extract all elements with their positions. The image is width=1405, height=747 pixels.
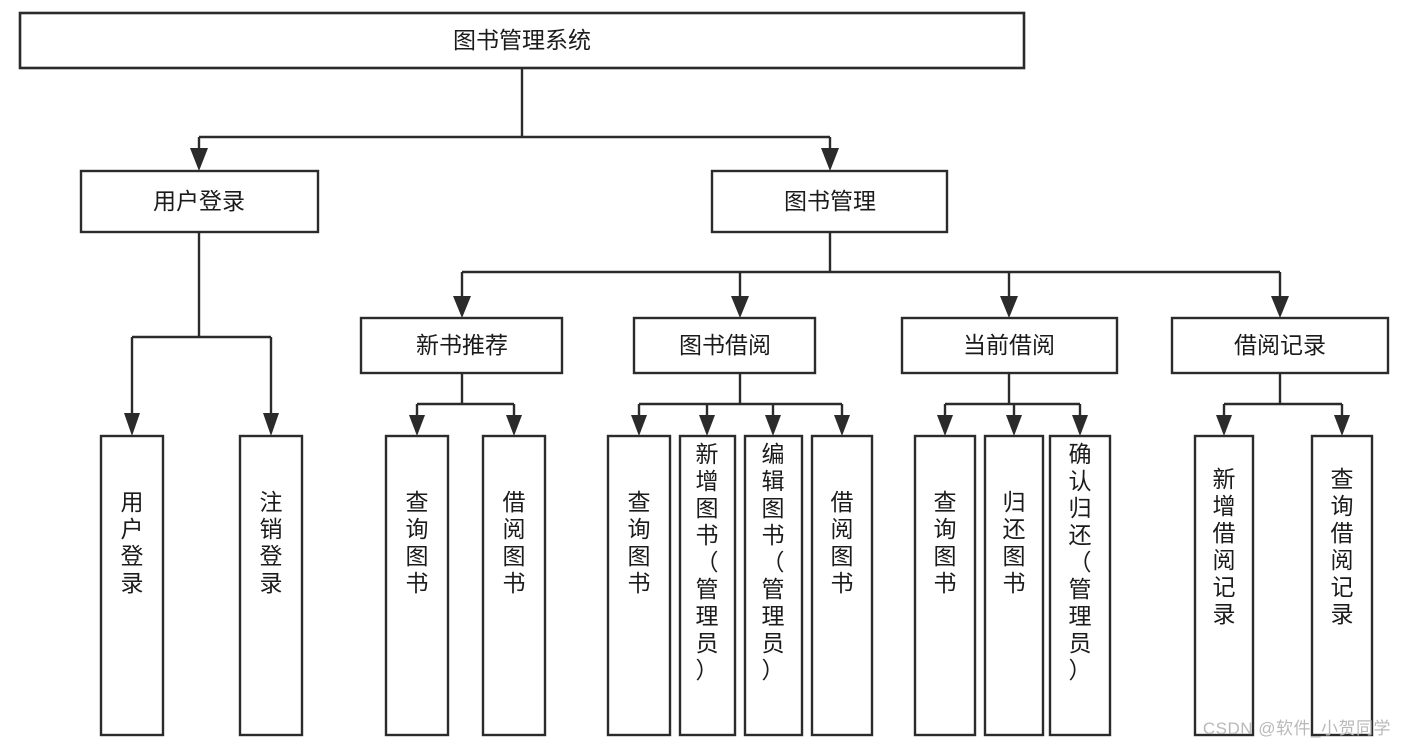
node-current-borrow-label: 当前借阅 — [963, 332, 1055, 358]
connector-group-root — [190, 68, 839, 171]
node-leaf-nb-borrow-book[interactable]: 借阅图书 — [481, 434, 547, 737]
node-leaf-nb-query-book-label: 查询图书 — [406, 489, 429, 596]
node-new-book-recommend-box[interactable] — [359, 316, 564, 375]
arrow-head-bb-edit-book — [765, 415, 781, 436]
node-leaf-br-add-record-label: 新增借阅记录 — [1213, 466, 1236, 627]
arrow-head-leaf-user-login — [124, 413, 140, 436]
node-leaf-cb-return-book-label: 归还图书 — [1003, 489, 1026, 596]
connector-group-new-book-rec — [409, 373, 522, 436]
node-book-management-label: 图书管理 — [784, 188, 876, 214]
node-leaf-nb-borrow-book-label: 借阅图书 — [503, 489, 526, 596]
node-leaf-logout-login-box[interactable] — [238, 434, 304, 737]
arrow-head-bb-add-book — [699, 415, 715, 436]
node-leaf-bb-borrow-book-label: 借阅图书 — [831, 489, 854, 596]
connector-group-current-borrow — [937, 373, 1088, 436]
csdn-watermark: CSDN @软件_小贺同学 — [1202, 719, 1391, 738]
node-leaf-cb-confirm-return-admin-label: 确认归还（管理员） — [1069, 441, 1092, 683]
node-leaf-bb-add-book-admin[interactable]: 新增图书（管理员） — [678, 434, 737, 737]
node-leaf-logout-login[interactable]: 注销登录 — [238, 434, 304, 737]
node-book-borrow[interactable]: 图书借阅 — [632, 316, 817, 375]
node-leaf-bb-add-book-admin-label: 新增图书（管理员） — [696, 441, 719, 683]
node-book-management[interactable]: 图书管理 — [710, 169, 949, 234]
arrow-head-book-borrow — [731, 296, 749, 318]
node-user-login[interactable]: 用户登录 — [79, 169, 320, 234]
arrow-head-br-add-record — [1216, 415, 1232, 436]
node-leaf-cb-query-book[interactable]: 查询图书 — [913, 434, 977, 737]
arrow-head-book-mgmt — [821, 148, 839, 171]
arrow-head-bb-borrow-book — [834, 415, 850, 436]
arrow-head-bb-query-book — [631, 415, 647, 436]
arrow-head-borrow-record — [1271, 296, 1289, 318]
node-book-borrow-label: 图书借阅 — [679, 332, 771, 358]
arrow-head-cb-return-book — [1006, 415, 1022, 436]
node-leaf-cb-query-book-box[interactable] — [913, 434, 977, 737]
node-leaf-cb-return-book-box[interactable] — [983, 434, 1045, 737]
node-leaf-user-login-label: 用户登录 — [121, 489, 144, 596]
node-leaf-logout-login-label: 注销登录 — [260, 489, 283, 596]
node-leaf-bb-borrow-book-box[interactable] — [810, 434, 874, 737]
arrow-head-br-query-record — [1334, 415, 1350, 436]
node-leaf-bb-edit-book-admin-box[interactable] — [743, 434, 804, 737]
node-leaf-nb-query-book-box[interactable] — [384, 434, 450, 737]
node-leaf-bb-edit-book-admin[interactable]: 编辑图书（管理员） — [743, 434, 804, 737]
arrow-head-nb-query-book — [409, 415, 425, 436]
node-root-system-label: 图书管理系统 — [453, 27, 591, 53]
node-borrow-record-label: 借阅记录 — [1234, 332, 1326, 358]
node-leaf-user-login-box[interactable] — [99, 434, 165, 737]
node-root-system[interactable]: 图书管理系统 — [18, 11, 1026, 70]
node-current-borrow-box[interactable] — [900, 316, 1119, 375]
node-leaf-br-add-record[interactable]: 新增借阅记录 — [1193, 434, 1255, 737]
node-leaf-br-query-record-box[interactable] — [1310, 434, 1374, 737]
node-book-management-box[interactable] — [710, 169, 949, 234]
node-leaf-bb-add-book-admin-box[interactable] — [678, 434, 737, 737]
node-leaf-cb-query-book-label: 查询图书 — [934, 489, 957, 596]
arrow-head-leaf-logout — [263, 413, 279, 436]
node-leaf-bb-query-book[interactable]: 查询图书 — [606, 434, 672, 737]
arrow-head-cb-confirm-return — [1072, 415, 1088, 436]
node-new-book-recommend-label: 新书推荐 — [416, 332, 508, 358]
connector-group-borrow-record — [1216, 373, 1350, 436]
arrow-head-cb-query-book — [937, 415, 953, 436]
node-leaf-nb-query-book[interactable]: 查询图书 — [384, 434, 450, 737]
node-user-login-label: 用户登录 — [153, 188, 245, 214]
node-new-book-recommend[interactable]: 新书推荐 — [359, 316, 564, 375]
node-leaf-bb-borrow-book[interactable]: 借阅图书 — [810, 434, 874, 737]
connector-group-user-login — [124, 232, 279, 436]
node-leaf-bb-query-book-label: 查询图书 — [628, 489, 651, 596]
arrow-head-user-login — [190, 148, 208, 171]
arrow-head-nb-borrow-book — [506, 415, 522, 436]
node-borrow-record[interactable]: 借阅记录 — [1170, 316, 1390, 375]
node-leaf-user-login[interactable]: 用户登录 — [99, 434, 165, 737]
node-leaf-cb-confirm-return-admin-box[interactable] — [1048, 434, 1112, 737]
arrow-head-current-borrow — [1000, 296, 1018, 318]
node-root-system-box[interactable] — [18, 11, 1026, 70]
node-leaf-bb-edit-book-admin-label: 编辑图书（管理员） — [762, 441, 785, 683]
node-leaf-br-query-record-label: 查询借阅记录 — [1331, 466, 1354, 627]
connector-group-book-borrow — [631, 373, 850, 436]
node-borrow-record-box[interactable] — [1170, 316, 1390, 375]
node-leaf-bb-query-book-box[interactable] — [606, 434, 672, 737]
node-current-borrow[interactable]: 当前借阅 — [900, 316, 1119, 375]
node-leaf-cb-return-book[interactable]: 归还图书 — [983, 434, 1045, 737]
connector-group-book-mgmt — [453, 232, 1289, 318]
arrow-head-new-book-rec — [453, 296, 471, 318]
node-leaf-cb-confirm-return-admin[interactable]: 确认归还（管理员） — [1048, 434, 1112, 737]
node-user-login-box[interactable] — [79, 169, 320, 234]
node-book-borrow-box[interactable] — [632, 316, 817, 375]
node-leaf-br-add-record-box[interactable] — [1193, 434, 1255, 737]
node-leaf-br-query-record[interactable]: 查询借阅记录 — [1310, 434, 1374, 737]
node-leaf-nb-borrow-book-box[interactable] — [481, 434, 547, 737]
